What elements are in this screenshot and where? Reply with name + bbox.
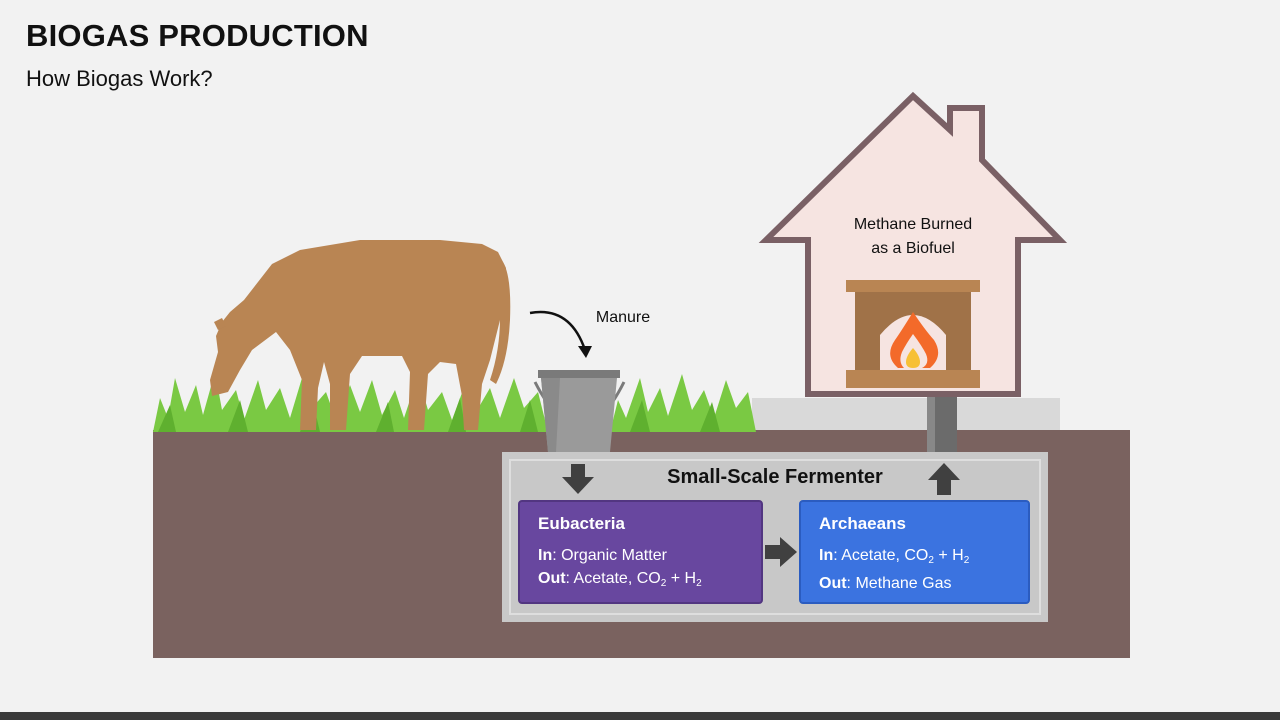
cow-silhouette <box>210 240 511 430</box>
archaeans-output: Out: Methane Gas <box>819 575 952 592</box>
archaeans-input: In: Acetate, CO2 + H2 <box>819 547 970 566</box>
up-arrow-icon <box>928 463 960 495</box>
house-label-line1: Methane Burned <box>853 216 973 233</box>
right-arrow-icon <box>765 537 797 567</box>
house <box>758 91 1068 397</box>
eubacteria-output: Out: Acetate, CO2 + H2 <box>538 570 702 589</box>
grass <box>153 372 756 432</box>
page-subtitle: How Biogas Work? <box>26 66 213 91</box>
page-title: BIOGAS PRODUCTION <box>26 18 369 53</box>
eubacteria-card: Eubacteria In: Organic Matter Out: Aceta… <box>518 500 763 604</box>
eubacteria-input: In: Organic Matter <box>538 547 667 564</box>
bucket-icon <box>533 370 626 452</box>
flame-icon <box>890 312 939 368</box>
down-arrow-icon <box>562 464 594 494</box>
house-label-line2: as a Biofuel <box>871 240 955 257</box>
archaeans-title: Archaeans <box>819 514 906 533</box>
manure-arrowhead <box>578 346 592 358</box>
bottom-bar <box>0 712 1280 720</box>
eubacteria-title: Eubacteria <box>538 514 625 533</box>
fermenter-title: Small-Scale Fermenter <box>667 466 883 488</box>
manure-label: Manure <box>595 309 651 326</box>
archaeans-card: Archaeans In: Acetate, CO2 + H2 Out: Met… <box>799 500 1030 604</box>
ground-slab <box>752 398 1060 432</box>
manure-arrow <box>529 310 587 351</box>
